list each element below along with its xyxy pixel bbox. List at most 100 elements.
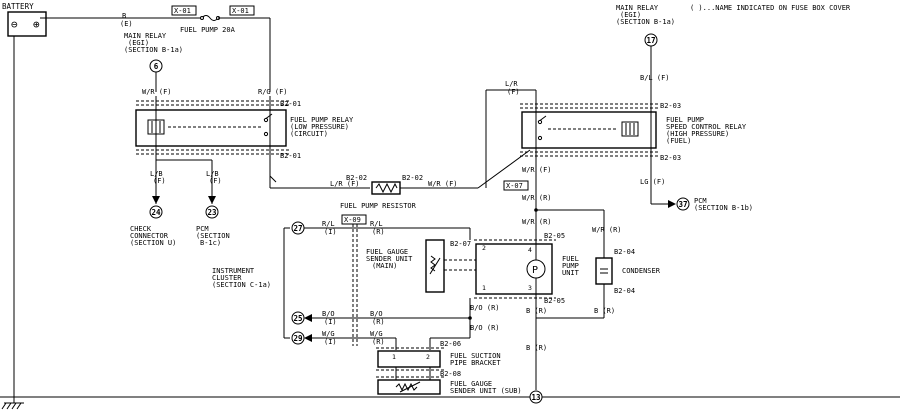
resistor-label: FUEL PUMP RESISTOR xyxy=(340,202,417,210)
pcm-right-l2: (SECTION B-1b) xyxy=(694,204,753,212)
relay-high-conn-top: B2-03 xyxy=(660,102,681,110)
wire-lb-2-f: (F) xyxy=(209,177,222,185)
wire-rl-r: R/L xyxy=(370,220,383,228)
wire-rl-i: R/L xyxy=(322,220,335,228)
wire-bo-i2: (I) xyxy=(324,318,337,326)
fuse-code-left-box xyxy=(171,5,197,16)
connector-13-label: 13 xyxy=(531,393,541,402)
code-x07: X-07 xyxy=(506,182,523,190)
wire-wr-r3: W/R (R) xyxy=(592,226,622,234)
wire-bo-r: B/O xyxy=(370,310,383,318)
main-relay-left-l2: (EGI) xyxy=(128,39,149,47)
connector-27-label: 27 xyxy=(293,224,302,233)
pump-l1: FUEL xyxy=(562,255,579,263)
sender-main-resistor-icon xyxy=(430,255,436,272)
check-connector-l1: CHECK xyxy=(130,225,152,233)
pcm-left-l2: (SECTION xyxy=(196,232,230,240)
main-relay-right-l1: MAIN RELAY xyxy=(616,4,659,12)
resistor-zigzag-icon xyxy=(375,182,398,194)
wire-b-r1: B (R) xyxy=(526,307,547,315)
wire-rl-r2: (R) xyxy=(372,228,385,236)
resistor-conn-left: B2-02 xyxy=(346,174,367,182)
condenser-label: CONDENSER xyxy=(622,267,661,275)
wire-wg-i: W/G xyxy=(322,330,335,338)
wire-bo-r3: B/O (R) xyxy=(470,304,500,312)
sender-main-conn: B2-07 xyxy=(450,240,471,248)
main-relay-left-l1: MAIN RELAY xyxy=(124,32,167,40)
pcm-left-l1: PCM xyxy=(196,225,209,233)
wire-wg-i2: (I) xyxy=(324,338,337,346)
wire-lr-f: (F) xyxy=(507,88,520,96)
fuel-pump-relay-low: B2-01 B2-01 xyxy=(135,96,301,176)
relay-high-l4: (FUEL) xyxy=(666,137,691,145)
wire-wr-r: W/R (R) xyxy=(522,194,552,202)
connector-17-label: 17 xyxy=(646,36,655,45)
check-connector-l2: CONNECTOR xyxy=(130,232,169,240)
connector-24 xyxy=(149,205,163,219)
fuse-code-right: X-01 xyxy=(232,7,249,15)
wire-wg-r: W/G xyxy=(370,330,383,338)
main-relay-right-l3: (SECTION B-1a) xyxy=(616,18,675,26)
wire-wg-r2: (R) xyxy=(372,338,385,346)
cluster-l1: INSTRUMENT xyxy=(212,267,255,275)
relay-low-l3: (CIRCUIT) xyxy=(290,130,328,138)
connector-29-label: 29 xyxy=(293,334,303,343)
wire-lb-1: L/B xyxy=(150,170,163,178)
pump-symbol: P xyxy=(532,265,538,276)
condenser xyxy=(595,257,613,285)
fuel-gauge-sender-main xyxy=(425,239,445,293)
sender-sub-resistor-icon xyxy=(395,382,418,392)
fuse-symbol-icon xyxy=(201,15,219,21)
wire-wr-f2: W/R (F) xyxy=(428,180,458,188)
bracket-l1: FUEL SUCTION xyxy=(450,352,501,360)
check-connector-l3: (SECTION U) xyxy=(130,239,176,247)
relay-low-conn-top: B2-01 xyxy=(280,100,301,108)
connector-23-label: 23 xyxy=(207,208,217,217)
bracket-pin-1: 1 xyxy=(392,353,396,361)
condenser-conn-top: B2-04 xyxy=(614,248,635,256)
sender-sub-l2: SENDER UNIT (SUB) xyxy=(450,387,522,395)
connector-23 xyxy=(205,205,219,219)
fuse-box-legend: ( )...NAME INDICATED ON FUSE BOX COVER xyxy=(690,4,851,12)
wire-rl-i2: (I) xyxy=(324,228,337,236)
relay-high-l1: FUEL PUMP xyxy=(666,116,704,124)
wire-wr-f3: W/R (F) xyxy=(522,166,552,174)
main-relay-right-l2: (EGI) xyxy=(620,11,641,19)
wire-bl-f: B/L (F) xyxy=(640,74,670,82)
bracket-pin-2: 2 xyxy=(426,353,430,361)
connector-37-label: 37 xyxy=(678,200,687,209)
svg-text:4: 4 xyxy=(528,246,532,254)
wire-lb-2: L/B xyxy=(206,170,219,178)
relay-low-l1: FUEL PUMP RELAY xyxy=(290,116,354,124)
wire-bo-r2: (R) xyxy=(372,318,385,326)
connector-24-label: 24 xyxy=(151,208,161,217)
wire-wr-f: W/R (F) xyxy=(142,88,172,96)
fuse-label: FUEL PUMP 20A xyxy=(180,26,236,34)
svg-text:3: 3 xyxy=(528,284,532,292)
x07-box xyxy=(503,180,529,191)
x09-box xyxy=(341,214,367,225)
wire-lb-1-f: (F) xyxy=(153,177,166,185)
ground-symbol-icon xyxy=(1,402,24,410)
relay-high-l3: (HIGH PRESSURE) xyxy=(666,130,729,138)
battery-negative-icon: ⊖ xyxy=(11,18,18,31)
connector-25-label: 25 xyxy=(293,314,302,323)
relay-low-conn-bot: B2-01 xyxy=(280,152,301,160)
fuel-pump-unit: P 4 3 2 1 xyxy=(474,239,556,306)
pcm-left-l3: B-1c) xyxy=(200,239,221,247)
wire-rg-f: R/G (F) xyxy=(258,88,288,96)
wire-bo-r4: B/O (R) xyxy=(470,324,500,332)
sender-main-l1: FUEL GAUGE xyxy=(366,248,408,256)
pump-l3: UNIT xyxy=(562,269,580,277)
relay-high-conn-bot: B2-03 xyxy=(660,154,681,162)
code-x09: X-09 xyxy=(344,216,361,224)
cluster-l3: (SECTION C-1a) xyxy=(212,281,271,289)
svg-text:1: 1 xyxy=(482,284,486,292)
connector-37 xyxy=(676,197,690,211)
wire-b-r3: B (R) xyxy=(594,307,615,315)
pump-l2: PUMP xyxy=(562,262,579,270)
svg-text:2: 2 xyxy=(482,244,486,252)
battery-positive-icon: ⊕ xyxy=(33,18,40,31)
wire-lr: L/R xyxy=(505,80,518,88)
fuel-suction-pipe-bracket xyxy=(377,350,441,368)
